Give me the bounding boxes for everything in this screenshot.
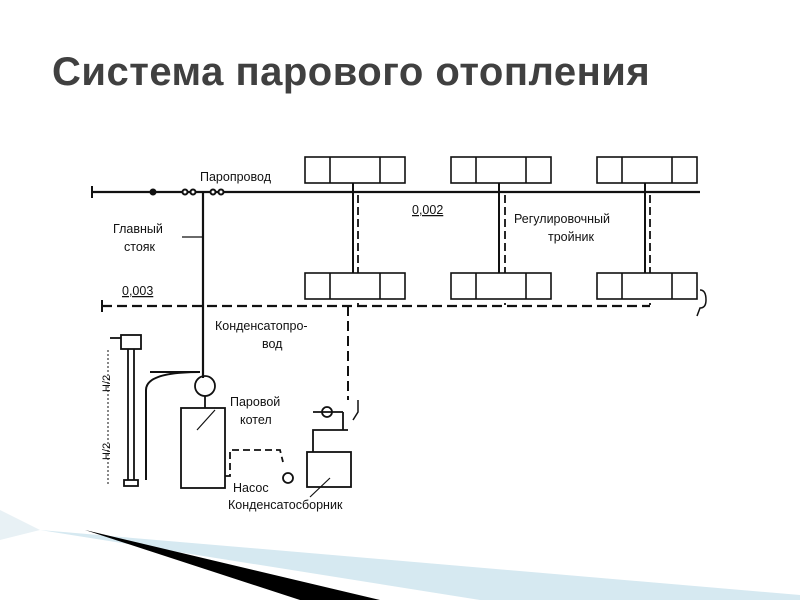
label-condensate-pipe-1: Конденсатопро-	[215, 319, 308, 333]
label-boiler-1: Паровой	[230, 395, 280, 409]
footer-dark-band	[85, 530, 380, 600]
label-steam-pipe: Паропровод	[200, 170, 272, 184]
radiator-bottom-3	[596, 272, 698, 300]
radiators	[304, 156, 698, 300]
label-slope-steam: 0,002	[412, 203, 443, 217]
label-main-riser-2: стояк	[124, 240, 156, 254]
footer-hatched-area	[0, 510, 40, 540]
label-regulating-tee-1: Регулировочный	[514, 212, 610, 226]
label-condensate-collector: Конденсатосборник	[228, 498, 343, 512]
label-regulating-tee-2: тройник	[548, 230, 594, 244]
label-main-riser-1: Главный	[113, 222, 163, 236]
radiator-bottom-1	[304, 272, 406, 300]
condensate-collector	[306, 451, 352, 488]
radiator-top-1	[304, 156, 406, 184]
label-height-half-top: H/2	[101, 375, 113, 392]
level-vessel	[120, 334, 142, 350]
slide-title: Система парового отопления	[52, 50, 651, 94]
label-height-half-bottom: H/2	[101, 443, 113, 460]
label-pump: Насос	[233, 481, 269, 495]
footer-light-band	[40, 530, 800, 600]
radiator-top-2	[450, 156, 552, 184]
label-condensate-pipe-2: вод	[262, 337, 283, 351]
label-boiler-2: котел	[240, 413, 272, 427]
radiator-top-3	[596, 156, 698, 184]
radiator-bottom-2	[450, 272, 552, 300]
label-slope-condensate: 0,003	[122, 284, 153, 298]
pump-icon	[282, 472, 294, 484]
steam-boiler	[180, 407, 226, 489]
